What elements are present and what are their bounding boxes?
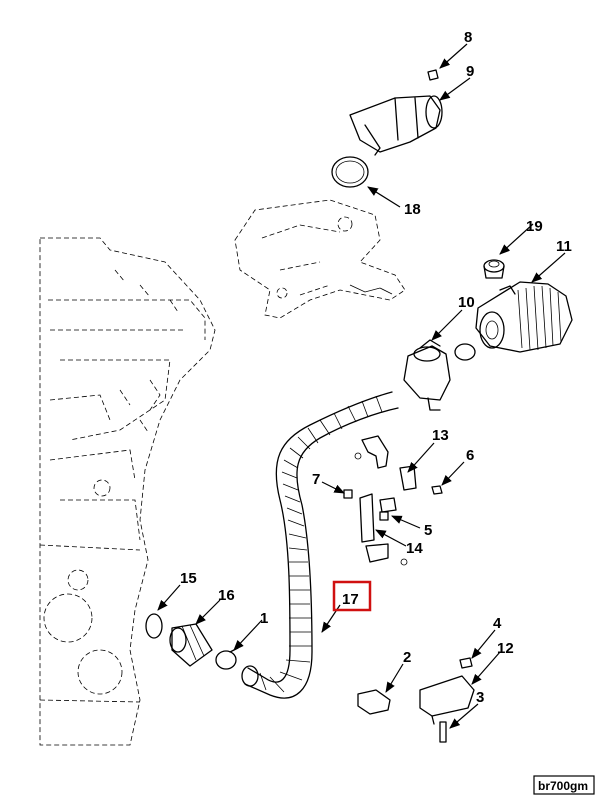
figure-id: br700gm xyxy=(538,779,588,793)
part-2-clamp xyxy=(357,689,391,715)
callout-17: 17 xyxy=(342,591,359,608)
part-5-nut xyxy=(379,511,389,521)
callout-8: 8 xyxy=(464,29,472,46)
callout-18: 18 xyxy=(404,201,421,218)
callout-13: 13 xyxy=(432,427,449,444)
part-16-adapter xyxy=(169,623,213,667)
callout-14: 14 xyxy=(406,540,423,557)
part-15-seal xyxy=(145,613,163,639)
engine-block xyxy=(39,237,216,746)
callout-17-highlight-box xyxy=(332,580,372,612)
part-10-inlet-duct xyxy=(403,339,476,411)
figure-id-box: br700gm xyxy=(533,775,595,795)
intake-manifold xyxy=(234,199,406,319)
callout-19: 19 xyxy=(526,218,543,235)
part-6-nut xyxy=(431,485,443,495)
leader-arrows xyxy=(157,43,566,729)
part-13-bracket xyxy=(354,435,417,491)
part-7-bolt xyxy=(343,489,353,499)
callout-12: 12 xyxy=(497,640,514,657)
callout-5: 5 xyxy=(424,522,432,539)
part-11-air-cleaner xyxy=(475,281,573,353)
callout-6: 6 xyxy=(466,447,474,464)
callout-7: 7 xyxy=(312,471,320,488)
part-12-bracket xyxy=(419,675,475,725)
part-17-corrugated-hose xyxy=(241,391,399,699)
part-19-grommet xyxy=(483,259,505,279)
part-9-intake-housing xyxy=(349,95,443,156)
part-3-bolt xyxy=(439,721,447,743)
part-8-bolt xyxy=(427,69,439,81)
callout-1: 1 xyxy=(260,610,268,627)
part-18-gasket xyxy=(331,156,369,188)
callout-9: 9 xyxy=(466,63,474,80)
callout-labels: 8 9 18 19 11 10 13 6 7 5 14 15 16 1 17 2… xyxy=(180,29,572,706)
part-1-clamp xyxy=(215,647,239,670)
part-14-bracket xyxy=(359,493,408,566)
callout-15: 15 xyxy=(180,570,197,587)
callout-10: 10 xyxy=(458,294,475,311)
callout-11: 11 xyxy=(556,238,572,255)
callout-2: 2 xyxy=(403,649,411,666)
callout-16: 16 xyxy=(218,587,235,604)
callout-3: 3 xyxy=(476,689,484,706)
part-4-nut xyxy=(459,657,473,669)
callout-4: 4 xyxy=(493,615,502,632)
